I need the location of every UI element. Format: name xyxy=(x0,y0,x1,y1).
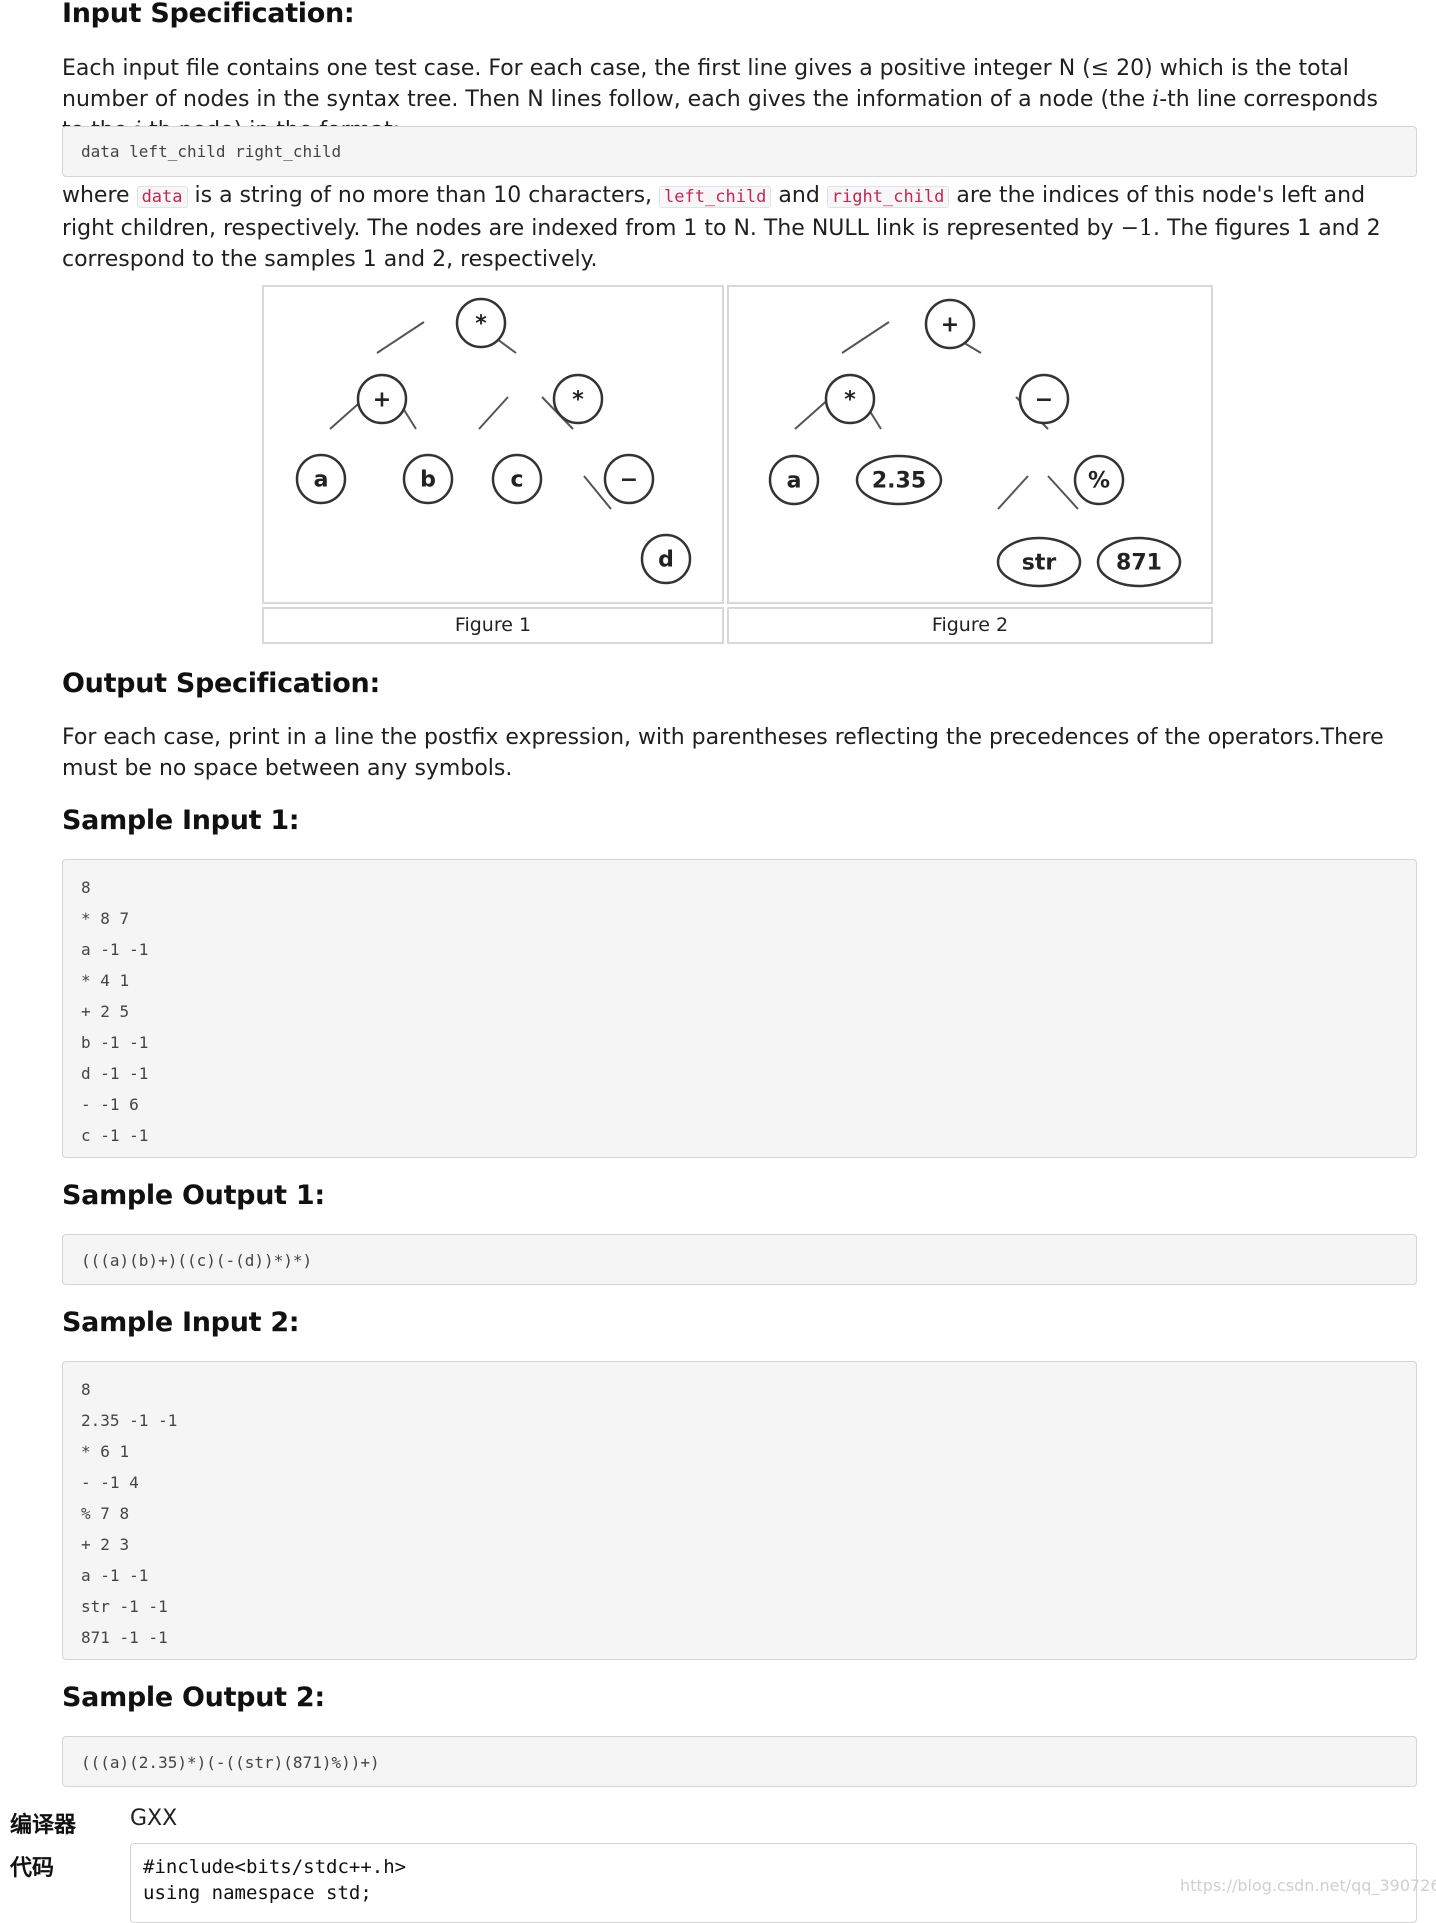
compiler-label: 编译器 xyxy=(10,1813,77,1838)
figure-2-tree: + * − a 2.35 % str 871 xyxy=(768,298,1182,588)
sample-output-1-heading: Sample Output 1: xyxy=(62,1180,325,1211)
format-code-block: data left_child right_child xyxy=(62,126,1417,177)
input-spec-heading: Input Specification: xyxy=(62,0,355,29)
code-line: - -1 6 xyxy=(81,1095,139,1114)
watermark: https://blog.csdn.net/qq_39072627 xyxy=(1180,1876,1436,1895)
sample-input-1-heading: Sample Input 1: xyxy=(62,805,300,836)
code-line: 2.35 -1 -1 xyxy=(81,1411,178,1430)
p1-text-a: Each input file contains one test case. … xyxy=(62,56,1091,81)
fig2-node-a: a xyxy=(787,469,802,494)
code-label: 代码 xyxy=(10,1856,55,1881)
code-line: 8 xyxy=(81,1380,91,1399)
code-line: using namespace std; xyxy=(143,1882,372,1904)
input-spec-paragraph-1: Each input file contains one test case. … xyxy=(62,53,1402,146)
p2-neg-one: −1 xyxy=(1120,216,1153,241)
fig2-node-percent: % xyxy=(1088,469,1110,494)
code-line: c -1 -1 xyxy=(81,1126,149,1145)
sample-output-1-block: (((a)(b)+)((c)(-(d))*)*) xyxy=(62,1234,1417,1285)
fig2-node-star: * xyxy=(844,388,856,413)
figure-2-panel: + * − a 2.35 % str 871 xyxy=(727,285,1213,604)
p2-text-c: . The figures 1 and 2 correspond to the … xyxy=(62,216,1381,272)
fig1-node-a: a xyxy=(314,468,329,493)
code-line: 871 -1 -1 xyxy=(81,1628,168,1647)
code-line: a -1 -1 xyxy=(81,940,149,959)
output-spec-heading: Output Specification: xyxy=(62,668,380,699)
fig2-node-str: str xyxy=(1022,551,1057,576)
figure-1-caption: Figure 1 xyxy=(262,607,724,644)
code-line: b -1 -1 xyxy=(81,1033,149,1052)
fig1-node-star: * xyxy=(572,388,584,413)
sample-input-2-code: 8 2.35 -1 -1 * 6 1 - -1 4 % 7 8 + 2 3 a … xyxy=(81,1374,1398,1653)
sample-input-1-block: 8 * 8 7 a -1 -1 * 4 1 + 2 5 b -1 -1 d -1… xyxy=(62,859,1417,1158)
sample-input-1-code: 8 * 8 7 a -1 -1 * 4 1 + 2 5 b -1 -1 d -1… xyxy=(81,872,1398,1151)
sample-output-2-block: (((a)(2.35)*)(-((str)(871)%))+) xyxy=(62,1736,1417,1787)
fig1-node-c: c xyxy=(510,468,523,493)
fig1-node-d: d xyxy=(658,548,674,573)
format-code-text: data left_child right_child xyxy=(81,142,342,161)
p2-text-a: is a string of no more than 10 character… xyxy=(187,183,660,208)
sample-output-1-code: (((a)(b)+)((c)(-(d))*)*) xyxy=(81,1251,313,1270)
code-line: str -1 -1 xyxy=(81,1597,168,1616)
output-spec-paragraph: For each case, print in a line the postf… xyxy=(62,725,1384,781)
figure-1-tree: * + * a b c − d xyxy=(295,297,692,585)
sample-input-2-block: 8 2.35 -1 -1 * 6 1 - -1 4 % 7 8 + 2 3 a … xyxy=(62,1361,1417,1660)
figure-1-panel: * + * a b c − d xyxy=(262,285,724,604)
sample-output-2-heading: Sample Output 2: xyxy=(62,1682,325,1713)
fig1-node-plus: + xyxy=(373,388,391,413)
inline-code-right-child: right_child xyxy=(826,186,950,208)
code-line: + 2 5 xyxy=(81,1002,130,1021)
code-line: * 8 7 xyxy=(81,909,130,928)
p2-and: and xyxy=(771,183,827,208)
code-line: % 7 8 xyxy=(81,1504,130,1523)
sample-output-2-code: (((a)(2.35)*)(-((str)(871)%))+) xyxy=(81,1753,380,1772)
code-line: + 2 3 xyxy=(81,1535,130,1554)
code-line: 8 xyxy=(81,878,91,897)
figure-2-caption: Figure 2 xyxy=(727,607,1213,644)
inline-code-data: data xyxy=(136,186,188,208)
fig1-node-root-star: * xyxy=(475,312,487,337)
code-line: * 6 1 xyxy=(81,1442,130,1461)
fig1-node-b: b xyxy=(420,468,436,493)
code-line: * 4 1 xyxy=(81,971,130,990)
compiler-value[interactable]: GXX xyxy=(130,1806,178,1831)
p1-math-i-1: i xyxy=(1152,87,1160,112)
fig2-node-2-35: 2.35 xyxy=(872,469,926,494)
sample-input-2-heading: Sample Input 2: xyxy=(62,1307,300,1338)
inline-code-left-child: left_child xyxy=(659,186,772,208)
p2-where: where xyxy=(62,183,137,208)
fig2-node-root-plus: + xyxy=(941,313,959,338)
fig2-node-871: 871 xyxy=(1116,551,1162,576)
code-line: a -1 -1 xyxy=(81,1566,149,1585)
p2-text-b: are the indices of this node's left and … xyxy=(62,183,1366,241)
p1-le-symbol: ≤ xyxy=(1090,56,1110,81)
p1-text-b: 20) which is the total number of nodes i… xyxy=(62,56,1349,112)
fig2-node-minus: − xyxy=(1035,388,1053,413)
code-line: #include<bits/stdc++.h> xyxy=(143,1856,407,1878)
code-line: - -1 4 xyxy=(81,1473,139,1492)
fig1-node-minus: − xyxy=(620,468,638,493)
code-line: d -1 -1 xyxy=(81,1064,149,1083)
input-spec-paragraph-2: where data is a string of no more than 1… xyxy=(62,180,1402,275)
